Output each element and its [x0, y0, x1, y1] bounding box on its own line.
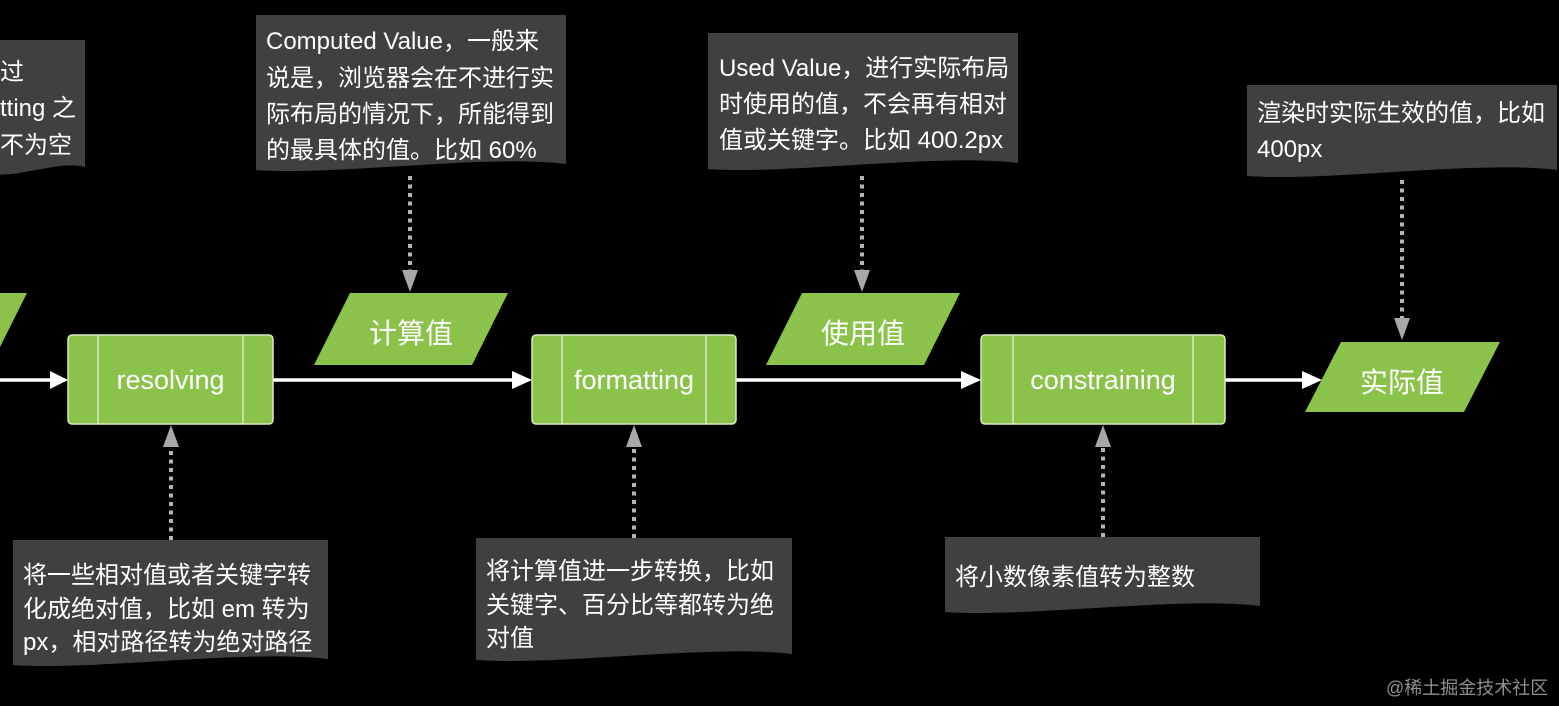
note-line: 渲染时实际生效的值，比如	[1257, 100, 1545, 127]
note-shape	[945, 537, 1260, 614]
note-line: 400px	[1257, 136, 1322, 163]
process-box-shape	[980, 334, 1226, 425]
flow-arrow-head	[512, 371, 532, 389]
value-node-actual: 实际值	[1305, 342, 1500, 412]
note-used-value: Used Value，进行实际布局 时使用的值，不会再有相对 值或关键字。比如 …	[708, 33, 1018, 171]
note-line: 时使用的值，不会再有相对	[719, 91, 1007, 118]
partial-note: 过 tting 之 不为空	[0, 40, 85, 175]
flow-arrow-head	[1302, 371, 1322, 389]
note-line: Used Value，进行实际布局	[719, 55, 1009, 82]
partial-value-node	[0, 293, 27, 347]
value-node-shape	[1305, 342, 1500, 412]
hint-arrow-to-resolving	[163, 425, 179, 540]
flow-arrow-head	[50, 371, 68, 389]
process-box-resolving: resolving	[67, 334, 274, 425]
note-shape	[256, 15, 566, 172]
note-constraining: 将小数像素值转为整数	[945, 537, 1260, 614]
hint-arrow-head	[1095, 425, 1111, 447]
note-shape	[13, 540, 328, 667]
value-node-used: 使用值	[766, 293, 960, 365]
process-label: formatting	[574, 365, 694, 395]
note-line: 化成绝对值，比如 em 转为	[23, 596, 310, 623]
note-line: 对值	[486, 625, 534, 652]
hint-arrow-to-used	[854, 176, 870, 292]
hint-arrow-to-formatting	[626, 425, 642, 538]
hint-arrow-head	[163, 425, 179, 447]
value-node-shape	[314, 293, 508, 365]
value-node-label: 使用值	[821, 318, 905, 349]
flow-arrow-head	[961, 371, 981, 389]
note-shape	[708, 33, 1018, 171]
process-box-constraining: constraining	[980, 334, 1226, 425]
note-line: Computed Value，一般来	[266, 28, 539, 55]
hint-arrow-head	[626, 425, 642, 447]
note-formatting: 将计算值进一步转换，比如 关键字、百分比等都转为绝 对值	[476, 538, 792, 662]
value-node-shape	[766, 293, 960, 365]
hint-arrow-head	[1394, 318, 1410, 340]
note-shape	[476, 538, 792, 662]
note-line: 关键字、百分比等都转为绝	[486, 592, 774, 619]
process-label: resolving	[116, 365, 224, 395]
partial-note-line: 过	[0, 59, 24, 86]
flow-arrow-formatting-to-constraining	[736, 371, 981, 389]
process-box-formatting: formatting	[531, 334, 737, 425]
note-computed-value: Computed Value，一般来 说是，浏览器会在不进行实 际布局的情况下，…	[256, 15, 566, 172]
hint-arrow-head	[854, 270, 870, 292]
flow-arrow-into-resolving	[0, 371, 68, 389]
value-node-label: 计算值	[369, 318, 453, 349]
note-line: 值或关键字。比如 400.2px	[719, 127, 1003, 154]
hint-arrow-to-constraining	[1095, 425, 1111, 537]
hint-arrow-to-computed	[402, 176, 418, 292]
partial-note-line: tting 之	[0, 95, 76, 122]
hint-arrow-head	[402, 270, 418, 292]
flow-arrow-constraining-to-actual	[1225, 371, 1322, 389]
partial-note-shape	[0, 40, 85, 175]
partial-note-line: 不为空	[0, 132, 72, 159]
process-box-shape	[531, 334, 737, 425]
watermark: @稀土掘金技术社区	[1386, 678, 1548, 698]
note-line: 际布局的情况下，所能得到	[266, 101, 554, 128]
process-label: constraining	[1030, 365, 1176, 395]
note-line: 的最具体的值。比如 60%	[266, 137, 537, 164]
flow-arrow-resolving-to-formatting	[273, 371, 532, 389]
hint-arrow-to-actual	[1394, 180, 1410, 340]
value-node-computed: 计算值	[314, 293, 508, 365]
process-box-shape	[67, 334, 274, 425]
note-line: 将计算值进一步转换，比如	[486, 558, 774, 585]
note-line: 将一些相对值或者关键字转	[23, 562, 311, 589]
note-line: px，相对路径转为绝对路径	[23, 629, 312, 656]
note-shape	[1247, 85, 1557, 178]
note-line: 说是，浏览器会在不进行实	[266, 65, 554, 92]
note-line: 将小数像素值转为整数	[955, 564, 1195, 591]
note-actual-value: 渲染时实际生效的值，比如 400px	[1247, 85, 1557, 178]
value-node-label: 实际值	[1360, 367, 1444, 398]
note-resolving: 将一些相对值或者关键字转 化成绝对值，比如 em 转为 px，相对路径转为绝对路…	[13, 540, 328, 667]
